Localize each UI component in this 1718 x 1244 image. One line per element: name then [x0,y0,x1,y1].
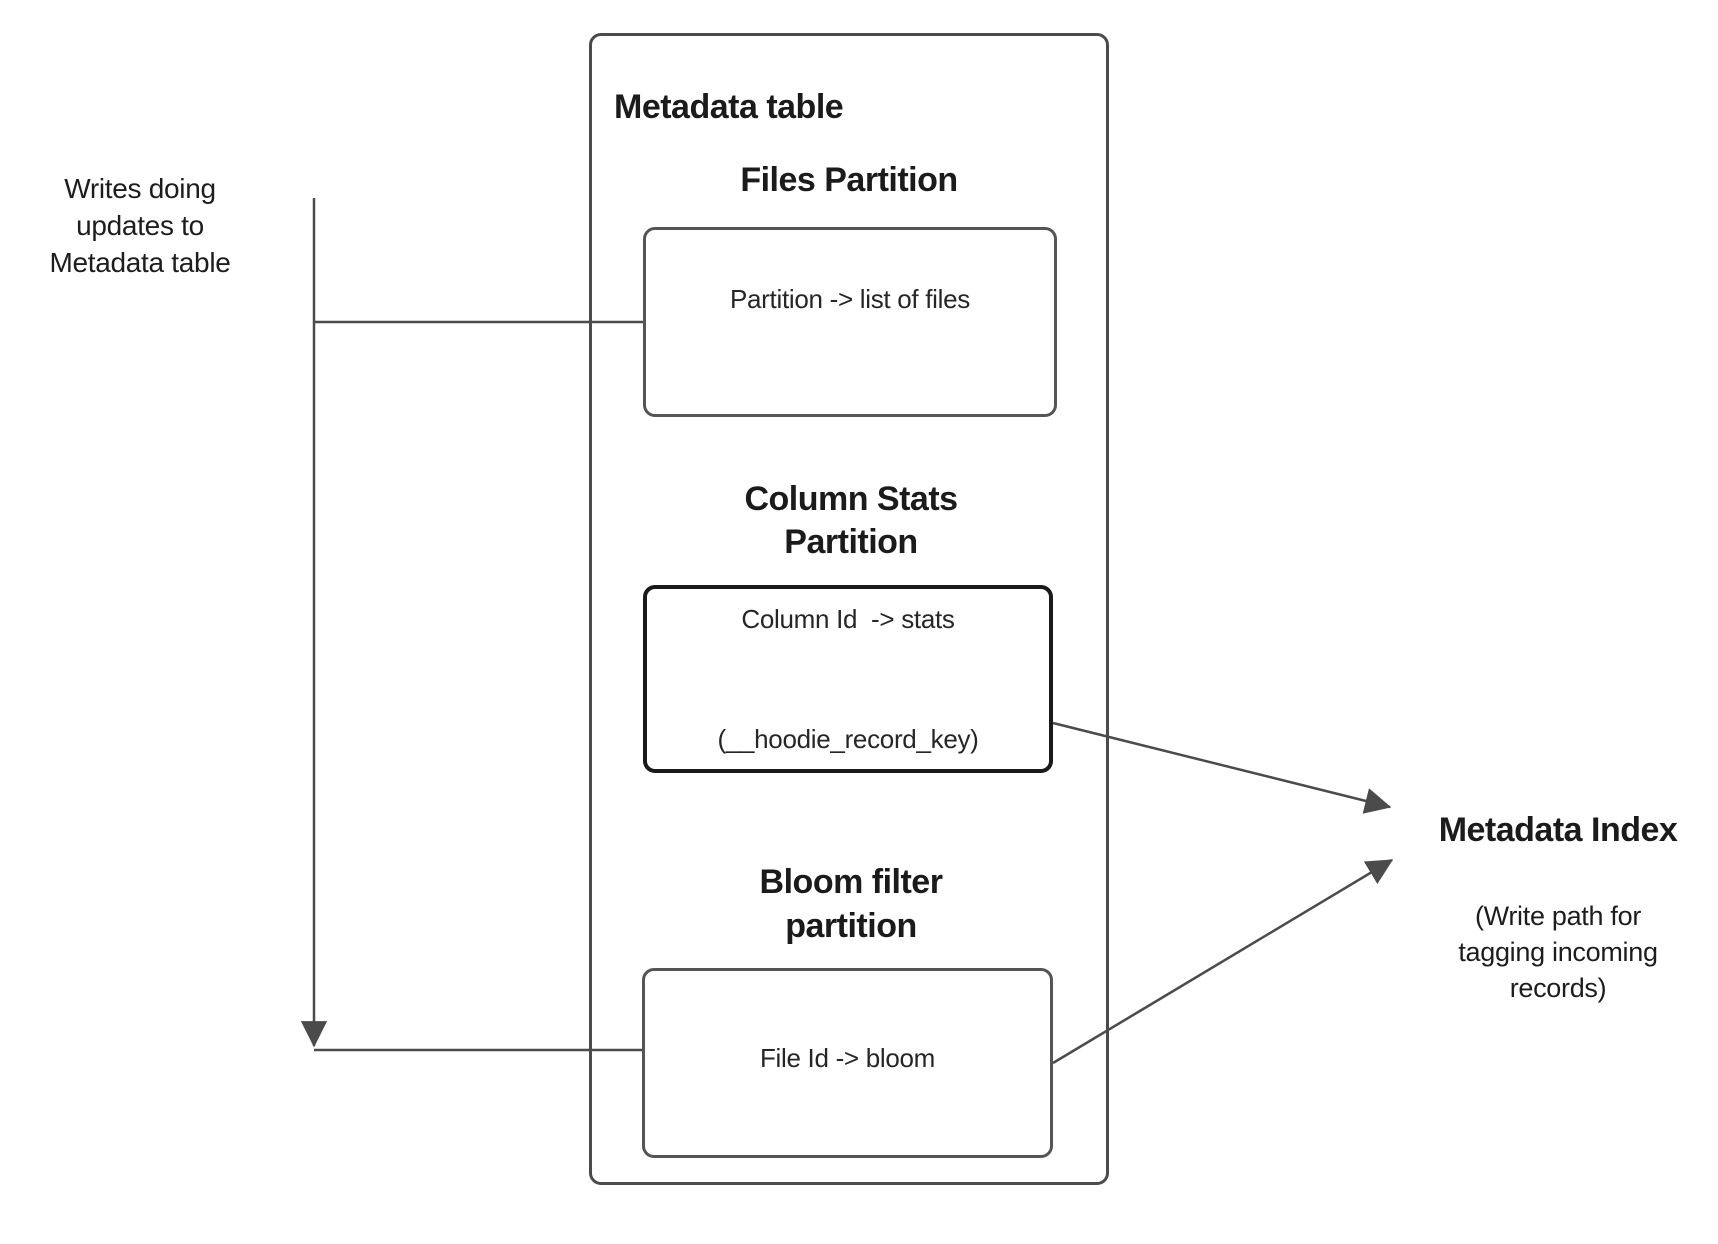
metadata-index-title: Metadata Index [1438,811,1678,849]
writes-note-line: Writes doing [64,173,216,204]
files-partition-box: Partition -> list of files [643,227,1057,417]
column-stats-label-line: (__hoodie_record_key) [717,724,979,754]
column-stats-partition-box: Column Id -> stats (__hoodie_record_key) [643,585,1053,773]
bloom-heading-line: Bloom filter [759,863,943,901]
bloom-filter-partition-heading: Bloom filter partition [650,860,1052,948]
writes-note-line: Metadata table [49,247,231,278]
metadata-index-note-line: records) [1509,973,1607,1003]
bloom-to-metadata-index-arrow [1052,858,1394,1065]
bloom-heading-line: partition [785,907,917,945]
column-stats-partition-heading: Column Stats Partition [650,478,1052,564]
metadata-index-note-line: (Write path for [1474,901,1642,931]
bloom-filter-partition-label: File Id -> bloom [759,1043,936,1073]
metadata-index-note-line: tagging incoming [1458,937,1658,967]
writes-updates-note: Writes doing updates to Metadata table [15,170,265,281]
writes-note-line: updates to [76,210,204,241]
column-stats-to-metadata-index-arrow [1052,721,1392,814]
files-partition-label: Partition -> list of files [729,284,970,314]
metadata-table-container [589,33,1109,1185]
metadata-table-title: Metadata table [614,88,844,126]
column-stats-label-line: Column Id -> stats [741,604,955,634]
files-partition-heading: Files Partition [740,161,958,199]
column-stats-partition-label: Column Id -> stats (__hoodie_record_key) [717,519,978,839]
metadata-index-note: (Write path for tagging incoming records… [1407,898,1709,1006]
bloom-filter-partition-box: File Id -> bloom [642,968,1053,1158]
column-stats-heading-line: Column Stats [744,480,958,518]
column-stats-heading-line: Partition [784,523,918,561]
